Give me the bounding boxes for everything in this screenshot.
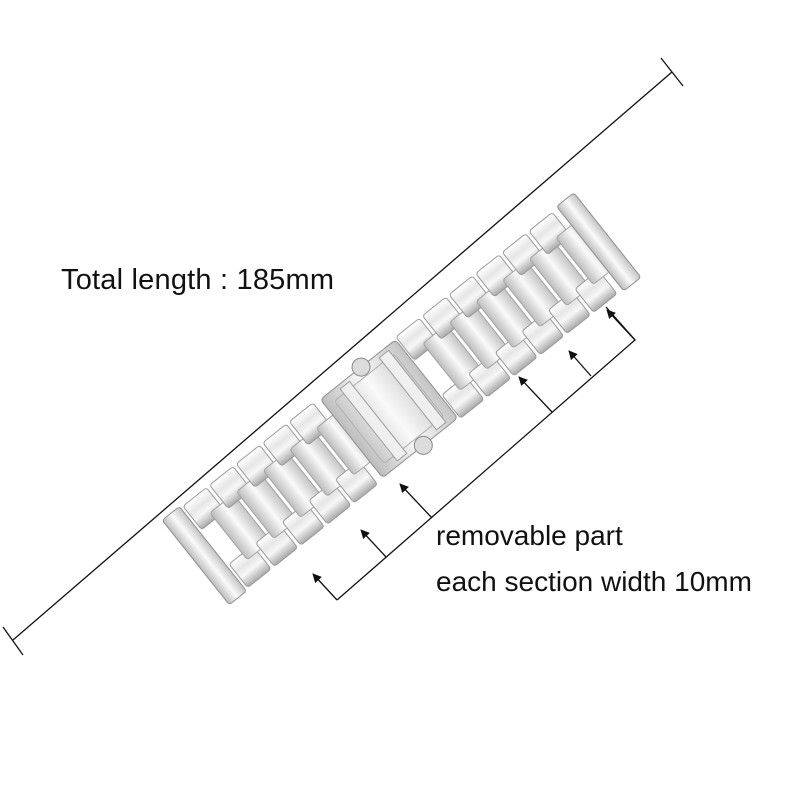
center-link xyxy=(423,325,483,390)
total-length-label: Total length : 185mm xyxy=(61,264,335,296)
outer-link-bottom xyxy=(522,313,564,355)
end-piece-right xyxy=(557,193,641,291)
outer-link-bottom xyxy=(336,461,377,503)
band-link xyxy=(423,297,510,397)
band-link xyxy=(396,318,484,418)
band-link xyxy=(502,234,590,333)
band-link xyxy=(449,276,537,376)
outer-link-bottom xyxy=(282,503,324,545)
outer-link-bottom xyxy=(495,334,537,376)
band-link xyxy=(529,213,617,312)
band-link xyxy=(476,255,564,355)
watch-band xyxy=(162,193,641,605)
outer-link-bottom xyxy=(549,292,590,333)
center-link xyxy=(450,304,510,369)
band-link xyxy=(210,467,298,566)
butterfly-clasp xyxy=(321,340,457,477)
section-width-label: each section width 10mm xyxy=(436,566,752,597)
center-link xyxy=(263,452,324,517)
center-link xyxy=(529,240,590,306)
band-link xyxy=(183,488,271,587)
center-link xyxy=(210,494,271,560)
total-length-dimension xyxy=(2,57,684,656)
removable-part-label: removable part xyxy=(436,520,623,551)
removable-part-bracket xyxy=(312,306,636,601)
center-link xyxy=(237,473,297,538)
outer-link-bottom xyxy=(309,482,351,524)
center-link xyxy=(290,431,350,496)
outer-link-bottom xyxy=(575,271,617,312)
band-link xyxy=(236,445,324,545)
center-link xyxy=(476,283,537,348)
end-piece-left xyxy=(162,507,246,605)
outer-link-bottom xyxy=(469,355,510,397)
band-link xyxy=(263,424,351,524)
outer-link-bottom xyxy=(442,376,484,418)
outer-link-bottom xyxy=(256,525,298,566)
center-link xyxy=(503,262,563,327)
outer-link-bottom xyxy=(229,546,271,587)
band-link xyxy=(290,403,377,503)
